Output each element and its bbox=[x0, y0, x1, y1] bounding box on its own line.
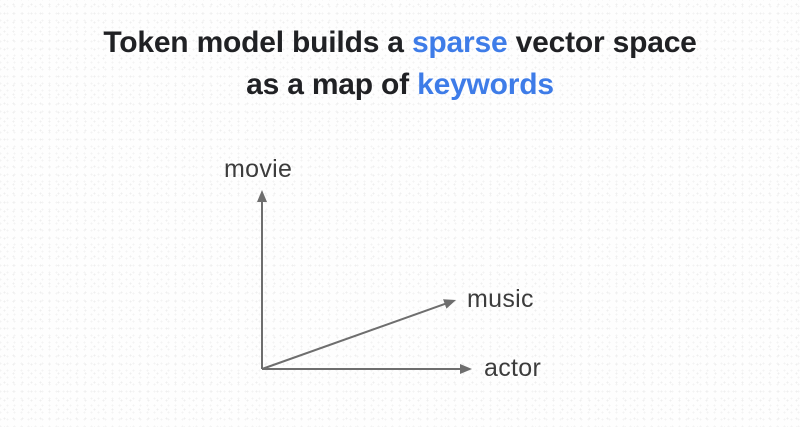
title-line1-highlight: sparse bbox=[411, 26, 508, 59]
music-vector-arrow bbox=[261, 299, 457, 370]
title-line2-pre: as a map of bbox=[246, 68, 409, 101]
axis-label-actor: actor bbox=[484, 354, 542, 382]
title-line2-highlight: keywords bbox=[417, 68, 554, 101]
axis-label-music: music bbox=[467, 285, 534, 313]
axis-label-movie: movie bbox=[224, 155, 293, 183]
slide-title: Token model builds a sparse vector space… bbox=[0, 22, 800, 106]
title-line-1: Token model builds a sparse vector space bbox=[0, 22, 800, 64]
title-line1-post: vector space bbox=[515, 26, 697, 59]
title-line1-pre: Token model builds a bbox=[103, 26, 404, 59]
title-line-2: as a map of keywords bbox=[0, 64, 800, 106]
